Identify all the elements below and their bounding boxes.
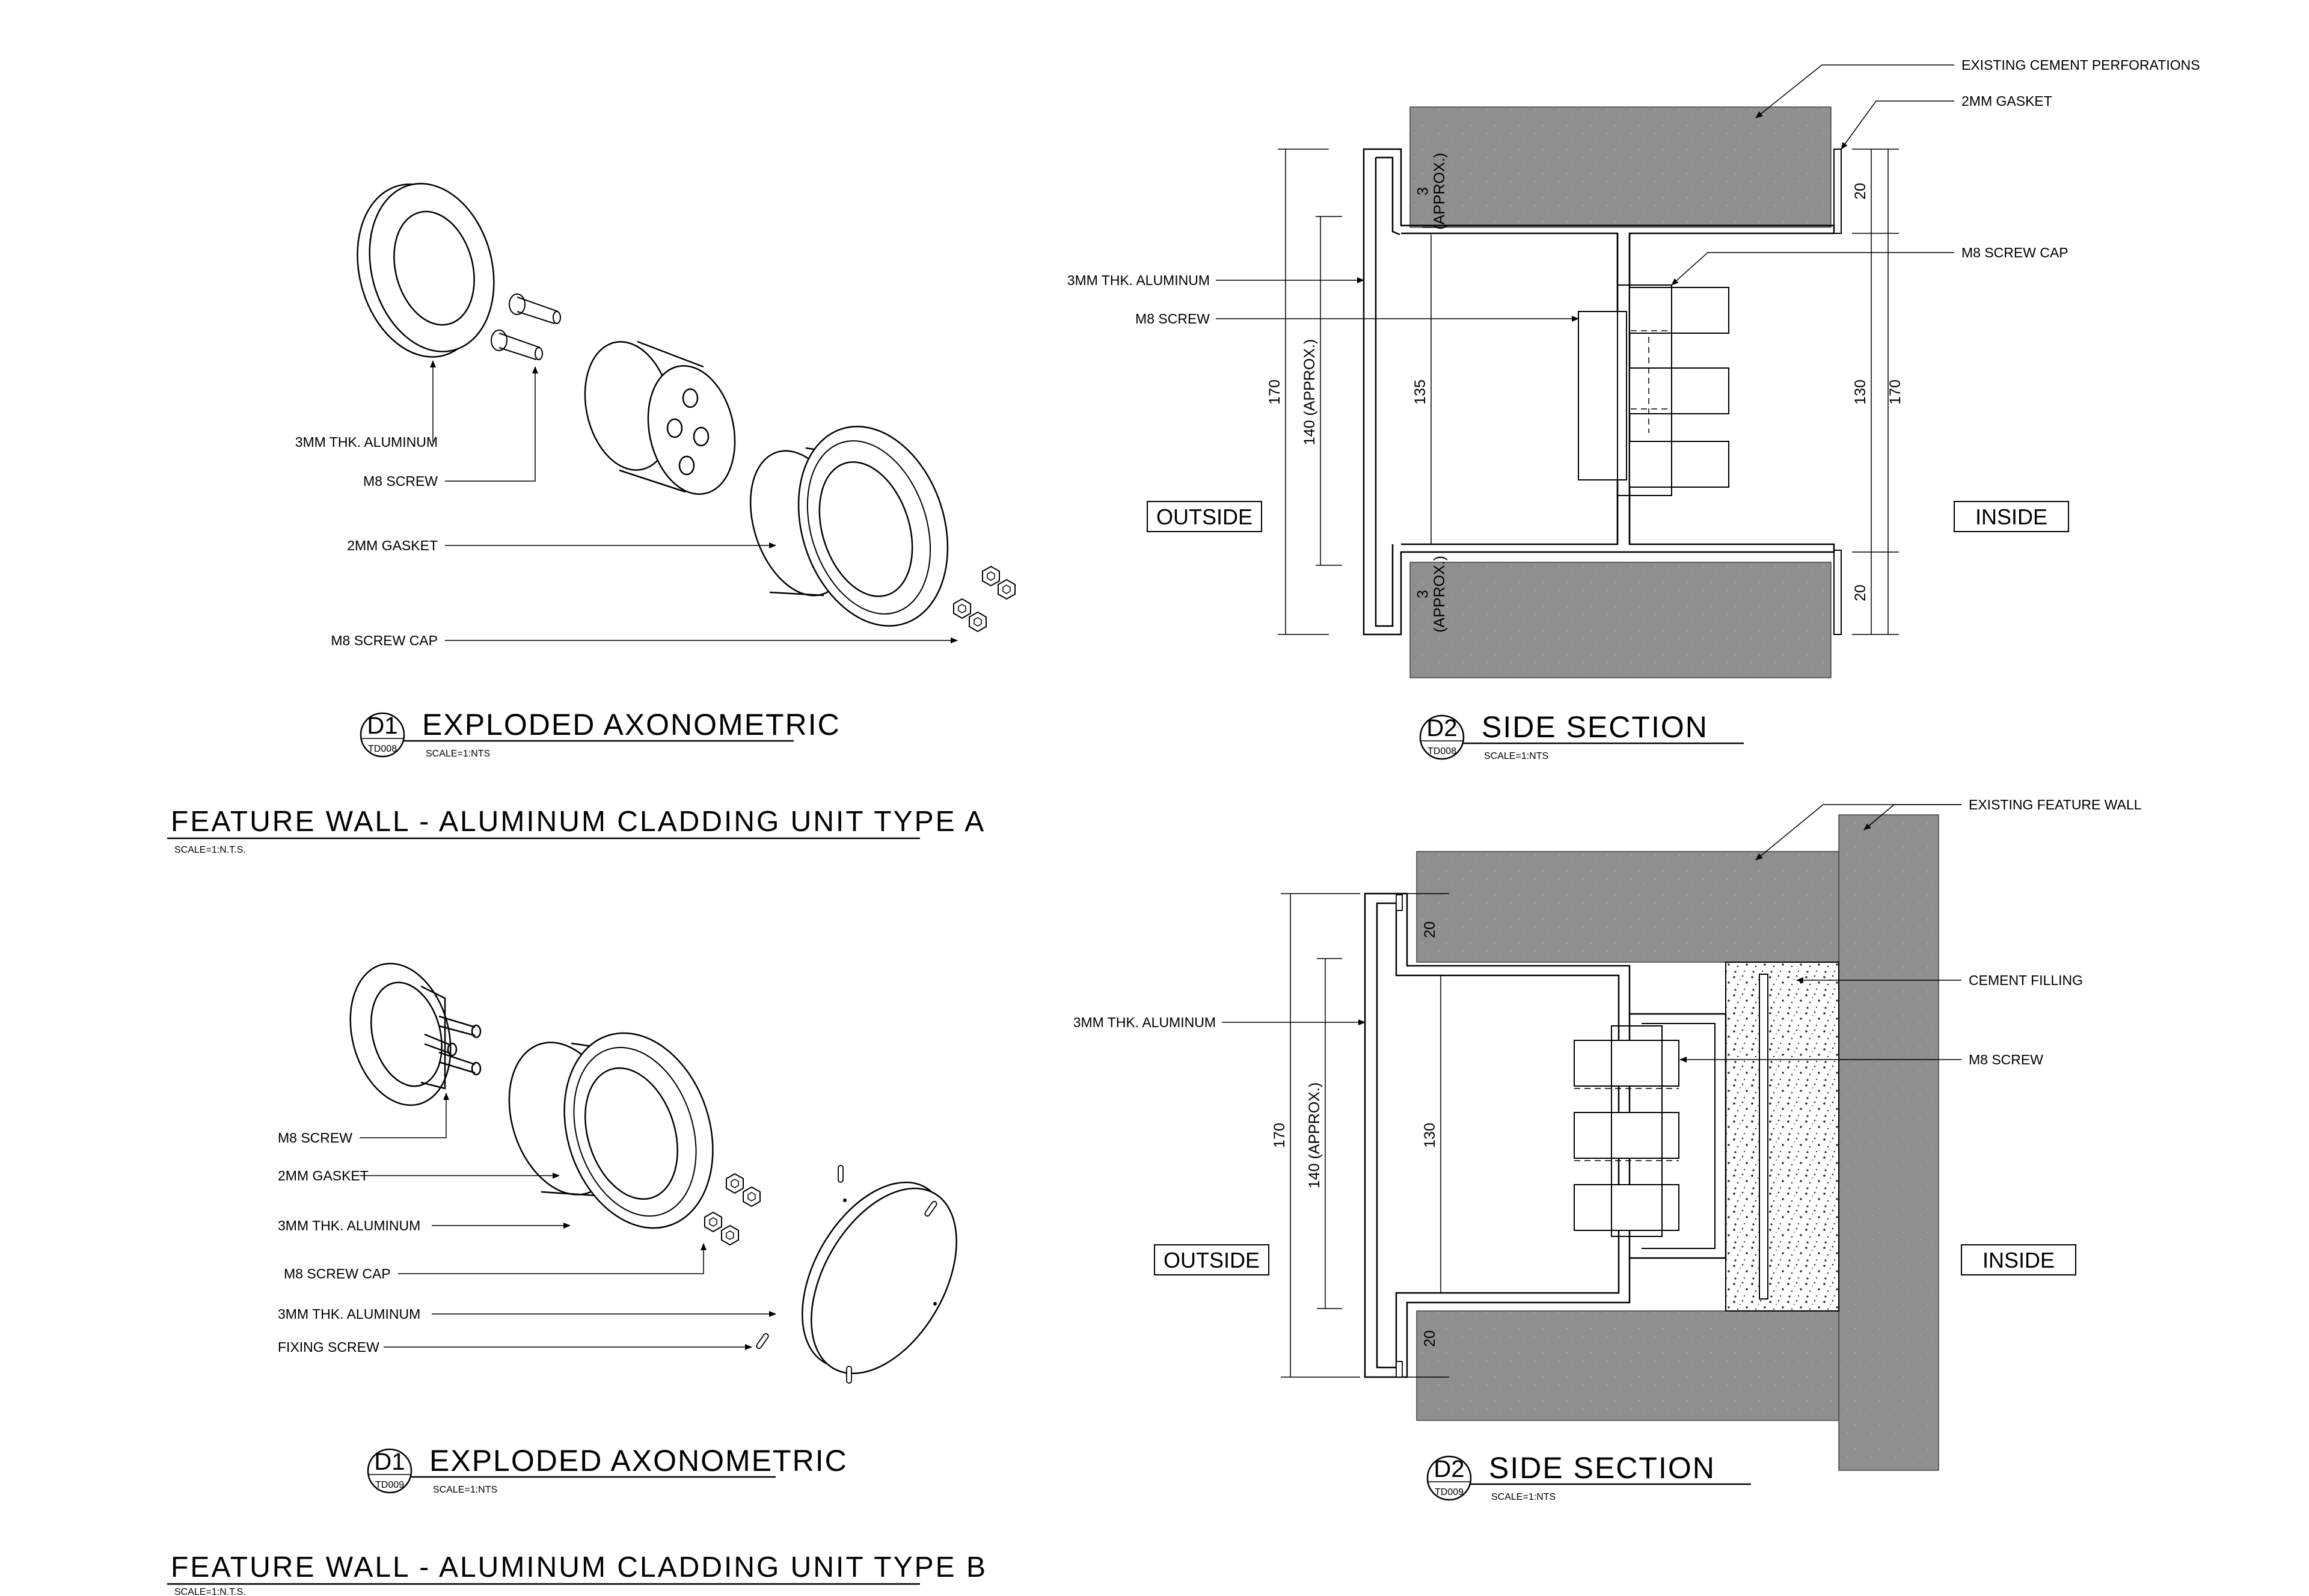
dims-left-a <box>1278 149 1440 635</box>
axon-b: M8 SCREW 2MM GASKET 3MM THK. ALUMINUM M8… <box>278 963 957 1495</box>
gasket-sleeve-b <box>508 1032 714 1229</box>
outside-label-b: OUTSIDE <box>1164 1248 1260 1272</box>
section-b: 170 140 (APPROX.) 130 20 20 EXISTING FEA… <box>1073 797 2142 1502</box>
axon-a-title: EXPLODED AXONOMETRIC <box>422 708 841 741</box>
label-aluminum-section-b: 3MM THK. ALUMINUM <box>1073 1014 1216 1030</box>
axon-a-scale: SCALE=1:NTS <box>426 749 490 759</box>
dims-right-a <box>1852 149 1899 635</box>
dim-top-b: 20 <box>1421 921 1438 938</box>
dims-left-b <box>1281 893 1449 1378</box>
outside-box-b <box>1154 1244 1269 1275</box>
existing-feature-wall-b <box>1838 814 1939 1471</box>
section-a-scale: SCALE=1:NTS <box>1484 751 1548 761</box>
cover-disc-b <box>802 1181 957 1375</box>
screw-caps-b <box>704 1173 761 1245</box>
tag-ref-axon-b: TD009 <box>375 1480 404 1490</box>
screw-bolts-a <box>491 293 561 360</box>
tag-axon-a: D1 <box>367 713 397 739</box>
label-aluminum-section-a: 3MM THK. ALUMINUM <box>1067 272 1210 288</box>
label-screw-a: M8 SCREW <box>363 473 438 489</box>
inside-label-a: INSIDE <box>1975 505 2047 529</box>
cylinder-plug-a <box>584 340 736 495</box>
axon-b-title: EXPLODED AXONOMETRIC <box>429 1444 848 1478</box>
dim-bottom-approx-a: 3(APPROX.) <box>1414 556 1448 633</box>
label-gasket-b: 2MM GASKET <box>278 1168 369 1183</box>
aluminum-profile-b <box>1364 892 1768 1378</box>
label-cap-section-a: M8 SCREW CAP <box>1961 245 2068 260</box>
label-aluminum-a: 3MM THK. ALUMINUM <box>295 434 438 450</box>
dim-right-mid-a: 130 <box>1852 379 1869 405</box>
cement-block-top-a <box>1409 106 1832 228</box>
label-screw-section-b: M8 SCREW <box>1969 1052 2043 1067</box>
label-cap-b: M8 SCREW CAP <box>284 1266 391 1281</box>
screw-caps-section-a <box>1578 284 1729 496</box>
section-b-title: SIDE SECTION <box>1489 1451 1716 1485</box>
label-screw-section-a: M8 SCREW <box>1135 311 1210 327</box>
section-a-leaders <box>1216 64 1954 322</box>
label-gasket-a: 2MM GASKET <box>347 538 438 553</box>
label-screw-b: M8 SCREW <box>278 1130 352 1146</box>
inside-box-b <box>1961 1244 2076 1275</box>
cement-block-bottom-b <box>1416 1310 1839 1421</box>
dim-top-approx-a: 3(APPROX.) <box>1414 153 1448 230</box>
dim-right-bottom-a: 20 <box>1852 585 1869 601</box>
section-b-leaders <box>1222 804 1961 1063</box>
section-b-scale: SCALE=1:NTS <box>1491 1492 1556 1502</box>
label-perforations-a: EXISTING CEMENT PERFORATIONS <box>1961 57 2200 73</box>
title-axon-b: D1 TD009 EXPLODED AXONOMETRIC SCALE=1:NT… <box>367 1444 848 1495</box>
tag-axon-b: D1 <box>374 1449 405 1475</box>
cement-filling-b <box>1725 962 1839 1312</box>
plug-with-screws-b <box>349 963 482 1106</box>
tag-section-b: D2 <box>1434 1456 1464 1482</box>
sheet-title-a: FEATURE WALL - ALUMINUM CLADDING UNIT TY… <box>167 806 986 855</box>
tag-ref-section-a: TD008 <box>1427 746 1456 757</box>
sheet-scale-a: SCALE=1:N.T.S. <box>174 845 246 855</box>
label-cap-a: M8 SCREW CAP <box>331 633 438 648</box>
label-cement-filling-b: CEMENT FILLING <box>1969 972 2083 988</box>
inside-label-b: INSIDE <box>1982 1248 2055 1272</box>
axon-a: 3MM THK. ALUMINUM M8 SCREW 2MM GASKET M8… <box>295 183 1016 759</box>
label-feature-wall-b: EXISTING FEATURE WALL <box>1969 797 2142 812</box>
title-section-a: D2 TD008 SIDE SECTION SCALE=1:NTS <box>1419 710 1744 761</box>
sheet-scale-b: SCALE=1:N.T.S. <box>174 1587 246 1596</box>
label-aluminum1-b: 3MM THK. ALUMINUM <box>278 1218 420 1233</box>
outside-label-a: OUTSIDE <box>1156 505 1253 529</box>
screw-caps-a <box>953 566 1016 632</box>
tag-ref-axon-a: TD008 <box>368 744 397 754</box>
axon-b-scale: SCALE=1:NTS <box>433 1485 497 1495</box>
dim-bottom-b: 20 <box>1421 1330 1438 1347</box>
cement-block-top-b <box>1416 851 1839 963</box>
dim-inner-left-a: 140 (APPROX.) <box>1301 339 1318 445</box>
screw-caps-section-b <box>1574 1025 1679 1237</box>
aluminum-ring-plate-a <box>357 183 495 358</box>
sheet-title-b: FEATURE WALL - ALUMINUM CLADDING UNIT TY… <box>167 1551 987 1596</box>
label-aluminum2-b: 3MM THK. ALUMINUM <box>278 1306 420 1322</box>
tag-ref-section-b: TD009 <box>1435 1487 1464 1497</box>
dim-clear-a: 135 <box>1412 379 1429 405</box>
label-gasket-section-a: 2MM GASKET <box>1961 93 2052 109</box>
dim-overall-left-b: 170 <box>1271 1123 1288 1148</box>
sheet-title-b-text: FEATURE WALL - ALUMINUM CLADDING UNIT TY… <box>171 1551 987 1583</box>
axon-a-leaders <box>430 360 958 643</box>
title-axon-a: D1 TD008 EXPLODED AXONOMETRIC SCALE=1:NT… <box>360 708 841 759</box>
axon-b-leaders <box>360 1093 776 1350</box>
tag-section-a: D2 <box>1426 715 1457 741</box>
section-a-title: SIDE SECTION <box>1482 710 1708 744</box>
title-section-b: D2 TD009 SIDE SECTION SCALE=1:NTS <box>1426 1451 1751 1502</box>
sheet-title-a-text: FEATURE WALL - ALUMINUM CLADDING UNIT TY… <box>171 806 986 838</box>
gasket-sleeve-a <box>749 426 949 627</box>
dim-overall-left-a: 170 <box>1266 379 1283 405</box>
section-a: 170 140 (APPROX.) 135 3(APPROX.) 3(APPRO… <box>1067 57 2200 761</box>
dim-right-top-a: 20 <box>1852 183 1869 200</box>
outside-box-a <box>1147 501 1262 532</box>
label-fixing-b: FIXING SCREW <box>278 1339 379 1355</box>
dim-inner-left-b: 140 (APPROX.) <box>1306 1082 1323 1188</box>
inside-box-a <box>1954 501 2069 532</box>
dim-clear-b: 130 <box>1421 1123 1438 1148</box>
cement-block-bottom-a <box>1409 562 1832 678</box>
dim-right-overall-a: 170 <box>1887 379 1904 405</box>
